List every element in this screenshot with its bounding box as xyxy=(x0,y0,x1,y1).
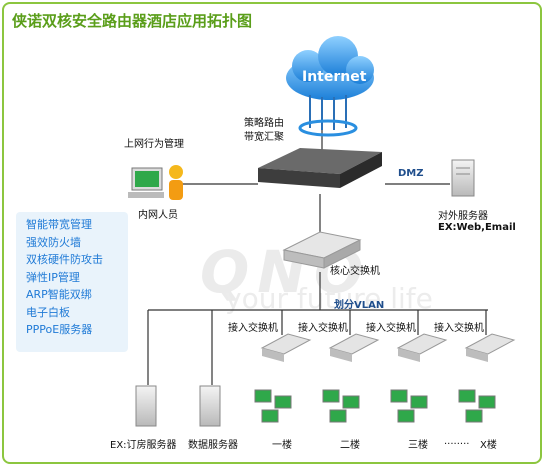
behavior-label: 上网行为管理 xyxy=(124,139,184,150)
routing-label-2: 带宽汇聚 xyxy=(244,132,284,143)
internet-cloud-icon xyxy=(286,36,374,137)
access-switch-label-1: 接入交换机 xyxy=(228,323,278,334)
floor-dots: ........ xyxy=(444,436,470,447)
access-switch-icon-3 xyxy=(396,333,448,362)
data-server-icon xyxy=(199,385,221,427)
router-icon xyxy=(258,148,382,188)
access-switch-label-3: 接入交换机 xyxy=(366,323,416,334)
external-server-label: 对外服务器 xyxy=(438,211,488,222)
intranet-label: 内网人员 xyxy=(138,210,178,221)
intranet-pc-icon xyxy=(128,165,183,200)
feature-item: 弹性IP管理 xyxy=(26,270,80,284)
feature-item: PPPoE服务器 xyxy=(26,323,93,336)
floor-pc-group-3 xyxy=(390,389,428,423)
page-title: 侠诺双核安全路由器酒店应用拓扑图 xyxy=(12,12,253,30)
routing-label-1: 策略路由 xyxy=(244,118,284,129)
feature-item: 电子白板 xyxy=(26,305,70,319)
dmz-label: DMZ xyxy=(398,168,424,179)
access-switch-label-4: 接入交换机 xyxy=(434,323,484,334)
access-switch-icon-2 xyxy=(328,333,380,362)
floor-x-label: X楼 xyxy=(480,440,497,451)
access-switch-icon-1 xyxy=(260,333,312,362)
vlan-label: 划分VLAN xyxy=(334,300,385,311)
feature-item: ARP智能双绑 xyxy=(26,288,92,301)
data-server-label: 数据服务器 xyxy=(188,440,238,451)
feature-list-panel: 智能带宽管理 强效防火墙 双核硬件防攻击 弹性IP管理 ARP智能双绑 电子白板… xyxy=(16,212,128,352)
external-server-icon xyxy=(451,159,475,197)
booking-server-icon xyxy=(135,385,157,427)
floor-3-label: 三楼 xyxy=(408,440,428,451)
external-server-sub: EX:Web,Email xyxy=(438,222,516,233)
floor-pc-group-1 xyxy=(254,389,292,423)
core-switch-label: 核心交换机 xyxy=(330,266,380,277)
feature-item: 强效防火墙 xyxy=(26,235,81,249)
access-switch-icon-4 xyxy=(464,333,516,362)
core-switch-icon xyxy=(282,231,362,269)
floor-pc-group-4 xyxy=(458,389,496,423)
floor-2-label: 二楼 xyxy=(340,440,360,451)
internet-label: Internet xyxy=(302,69,367,85)
feature-item: 智能带宽管理 xyxy=(26,218,92,231)
access-switch-label-2: 接入交换机 xyxy=(298,323,348,334)
floor-pc-group-2 xyxy=(322,389,360,423)
feature-item: 双核硬件防攻击 xyxy=(26,253,103,266)
floor-1-label: 一楼 xyxy=(272,440,292,451)
booking-server-label: EX:订房服务器 xyxy=(110,440,177,451)
